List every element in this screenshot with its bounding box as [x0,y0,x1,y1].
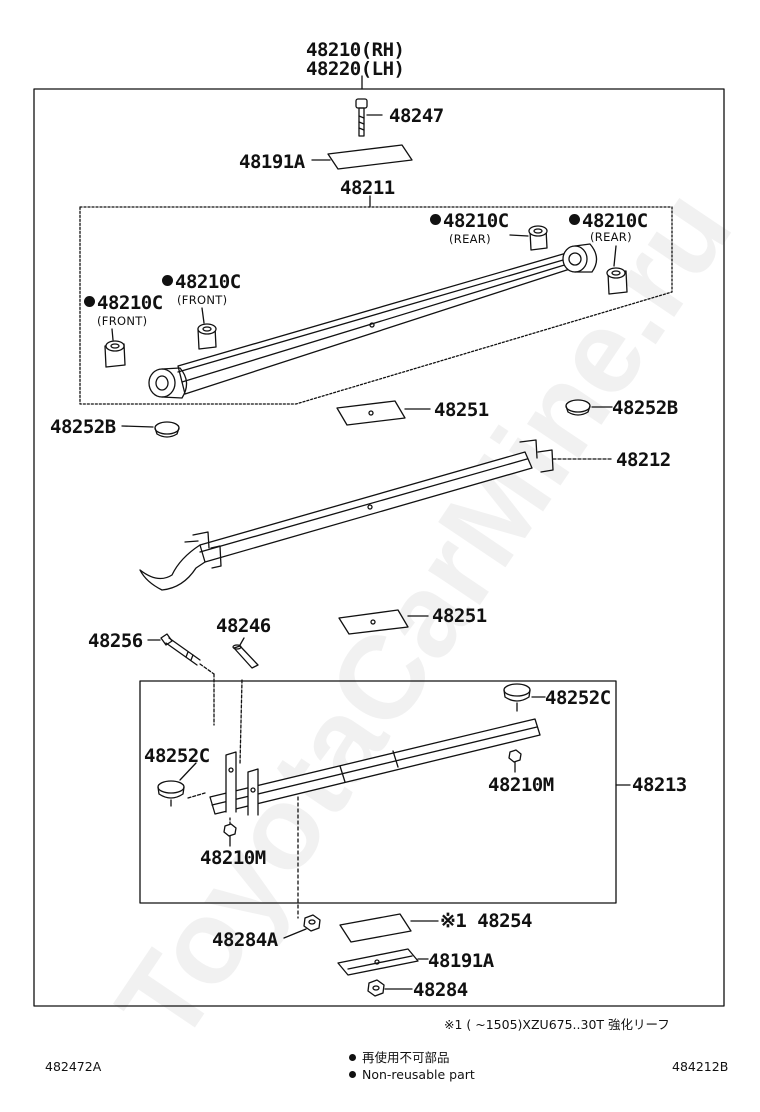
nut-48210m-right [508,749,522,773]
label-48246[interactable]: 48246 [216,615,271,637]
bushing-front-2 [104,328,126,368]
pad-48251-bottom [338,609,429,635]
label-48210c-rear-1[interactable]: 48210C [430,211,509,231]
bolt-48256 [147,633,215,726]
label-48252b-left[interactable]: 48252B [50,416,116,438]
outer-frame [33,88,725,1007]
label-48251-top[interactable]: 48251 [434,399,489,421]
legend-dot [349,1054,356,1061]
label-48284[interactable]: 48284 [413,979,468,1001]
label-48211[interactable]: 48211 [340,177,395,199]
label-48210c-rear-2[interactable]: 48210C [569,211,648,231]
non-reusable-dot [162,275,173,286]
cap-48252b-left [121,421,180,438]
label-48212[interactable]: 48212 [616,449,671,471]
label-48247[interactable]: 48247 [389,105,444,127]
label-48210c-front-1[interactable]: 48210C [162,272,241,292]
label-48210m-right[interactable]: 48210M [488,774,554,796]
leaf-48211 [148,243,598,399]
non-reusable-dot [84,296,95,307]
leaf-48212 [139,439,613,591]
leaf-48213 [209,718,541,816]
nut-48210m-left [223,817,237,847]
label-48210c-front-2[interactable]: 48210C [84,293,163,313]
non-reusable-dot [430,214,441,225]
bushing-rear-1 [509,225,548,251]
bolt-48247 [355,98,383,137]
label-48284a[interactable]: 48284A [212,929,278,951]
label-48252c-left[interactable]: 48252C [144,745,210,767]
label-48251-bottom[interactable]: 48251 [432,605,487,627]
label-48210m-left[interactable]: 48210M [200,847,266,869]
assembly-number-lh: 48220(LH) [306,58,405,80]
label-48252b-right[interactable]: 48252B [612,397,678,419]
shim-48191a-top [311,144,413,170]
label-48252c-right[interactable]: 48252C [545,687,611,709]
illustration-code-left: 482472A [45,1059,102,1074]
label-48213[interactable]: 48213 [632,774,687,796]
sublabel-rear-1: (REAR) [449,232,491,246]
assembly-number-rh: 48210(RH) [306,39,405,61]
legend-jp: 再使用不可部品 [349,1051,450,1065]
sublabel-rear-2: (REAR) [590,230,632,244]
bushing-rear-2 [606,245,628,295]
pad-48252c-right [503,683,546,712]
nut-48284a [283,914,321,939]
label-48191a-bottom[interactable]: 48191A [428,950,494,972]
pad-48252c-left [157,762,206,807]
group-48213-box [139,680,617,904]
label-48254[interactable]: ※1 48254 [440,910,533,932]
shim-48191a-bottom [337,948,429,976]
bushing-front-1 [197,307,217,350]
illustration-code-right: 484212B [672,1059,729,1074]
nut-48284 [367,979,413,997]
sublabel-front-1: (FRONT) [177,293,228,307]
legend-en: Non-reusable part [349,1068,475,1082]
label-48256[interactable]: 48256 [88,630,143,652]
sublabel-front-2: (FRONT) [97,314,148,328]
footnote-1: ※1 ( ~1505)XZU675..30T 強化リーフ [444,1017,670,1032]
pad-48251-top [336,400,431,426]
group-48211-outline [79,206,673,405]
label-48191a-top[interactable]: 48191A [239,151,305,173]
cap-48252b-right [565,399,613,416]
pad-48254 [339,913,439,943]
pin-48246 [232,637,259,765]
non-reusable-dot [569,214,580,225]
legend-dot [349,1071,356,1078]
